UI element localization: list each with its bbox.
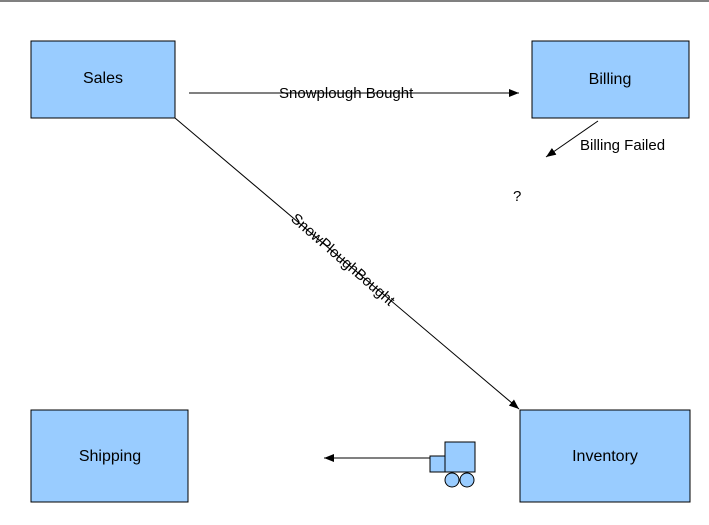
sales-label: Sales bbox=[83, 70, 123, 87]
billing-node[interactable]: Billing bbox=[531, 40, 690, 119]
truck-icon bbox=[429, 441, 476, 488]
edge-sales-to-inventory-label: SnowPloughBought bbox=[287, 210, 398, 310]
edge-sales-to-billing-label: Snowplough Bought bbox=[279, 85, 414, 102]
edge-billing-failed-label: Billing Failed bbox=[580, 137, 665, 154]
sales-node[interactable]: Sales bbox=[30, 40, 176, 119]
edge-sales-to-billing[interactable]: Snowplough Bought bbox=[189, 85, 519, 102]
inventory-node[interactable]: Inventory bbox=[519, 409, 691, 503]
inventory-label: Inventory bbox=[572, 448, 638, 465]
shipping-node[interactable]: Shipping bbox=[30, 409, 189, 503]
question-mark: ? bbox=[513, 188, 521, 205]
edge-billing-failed[interactable]: Billing Failed bbox=[545, 120, 665, 158]
billing-label: Billing bbox=[589, 71, 632, 88]
shipping-label: Shipping bbox=[79, 448, 141, 465]
edge-sales-to-inventory[interactable]: SnowPloughBought bbox=[174, 117, 520, 410]
